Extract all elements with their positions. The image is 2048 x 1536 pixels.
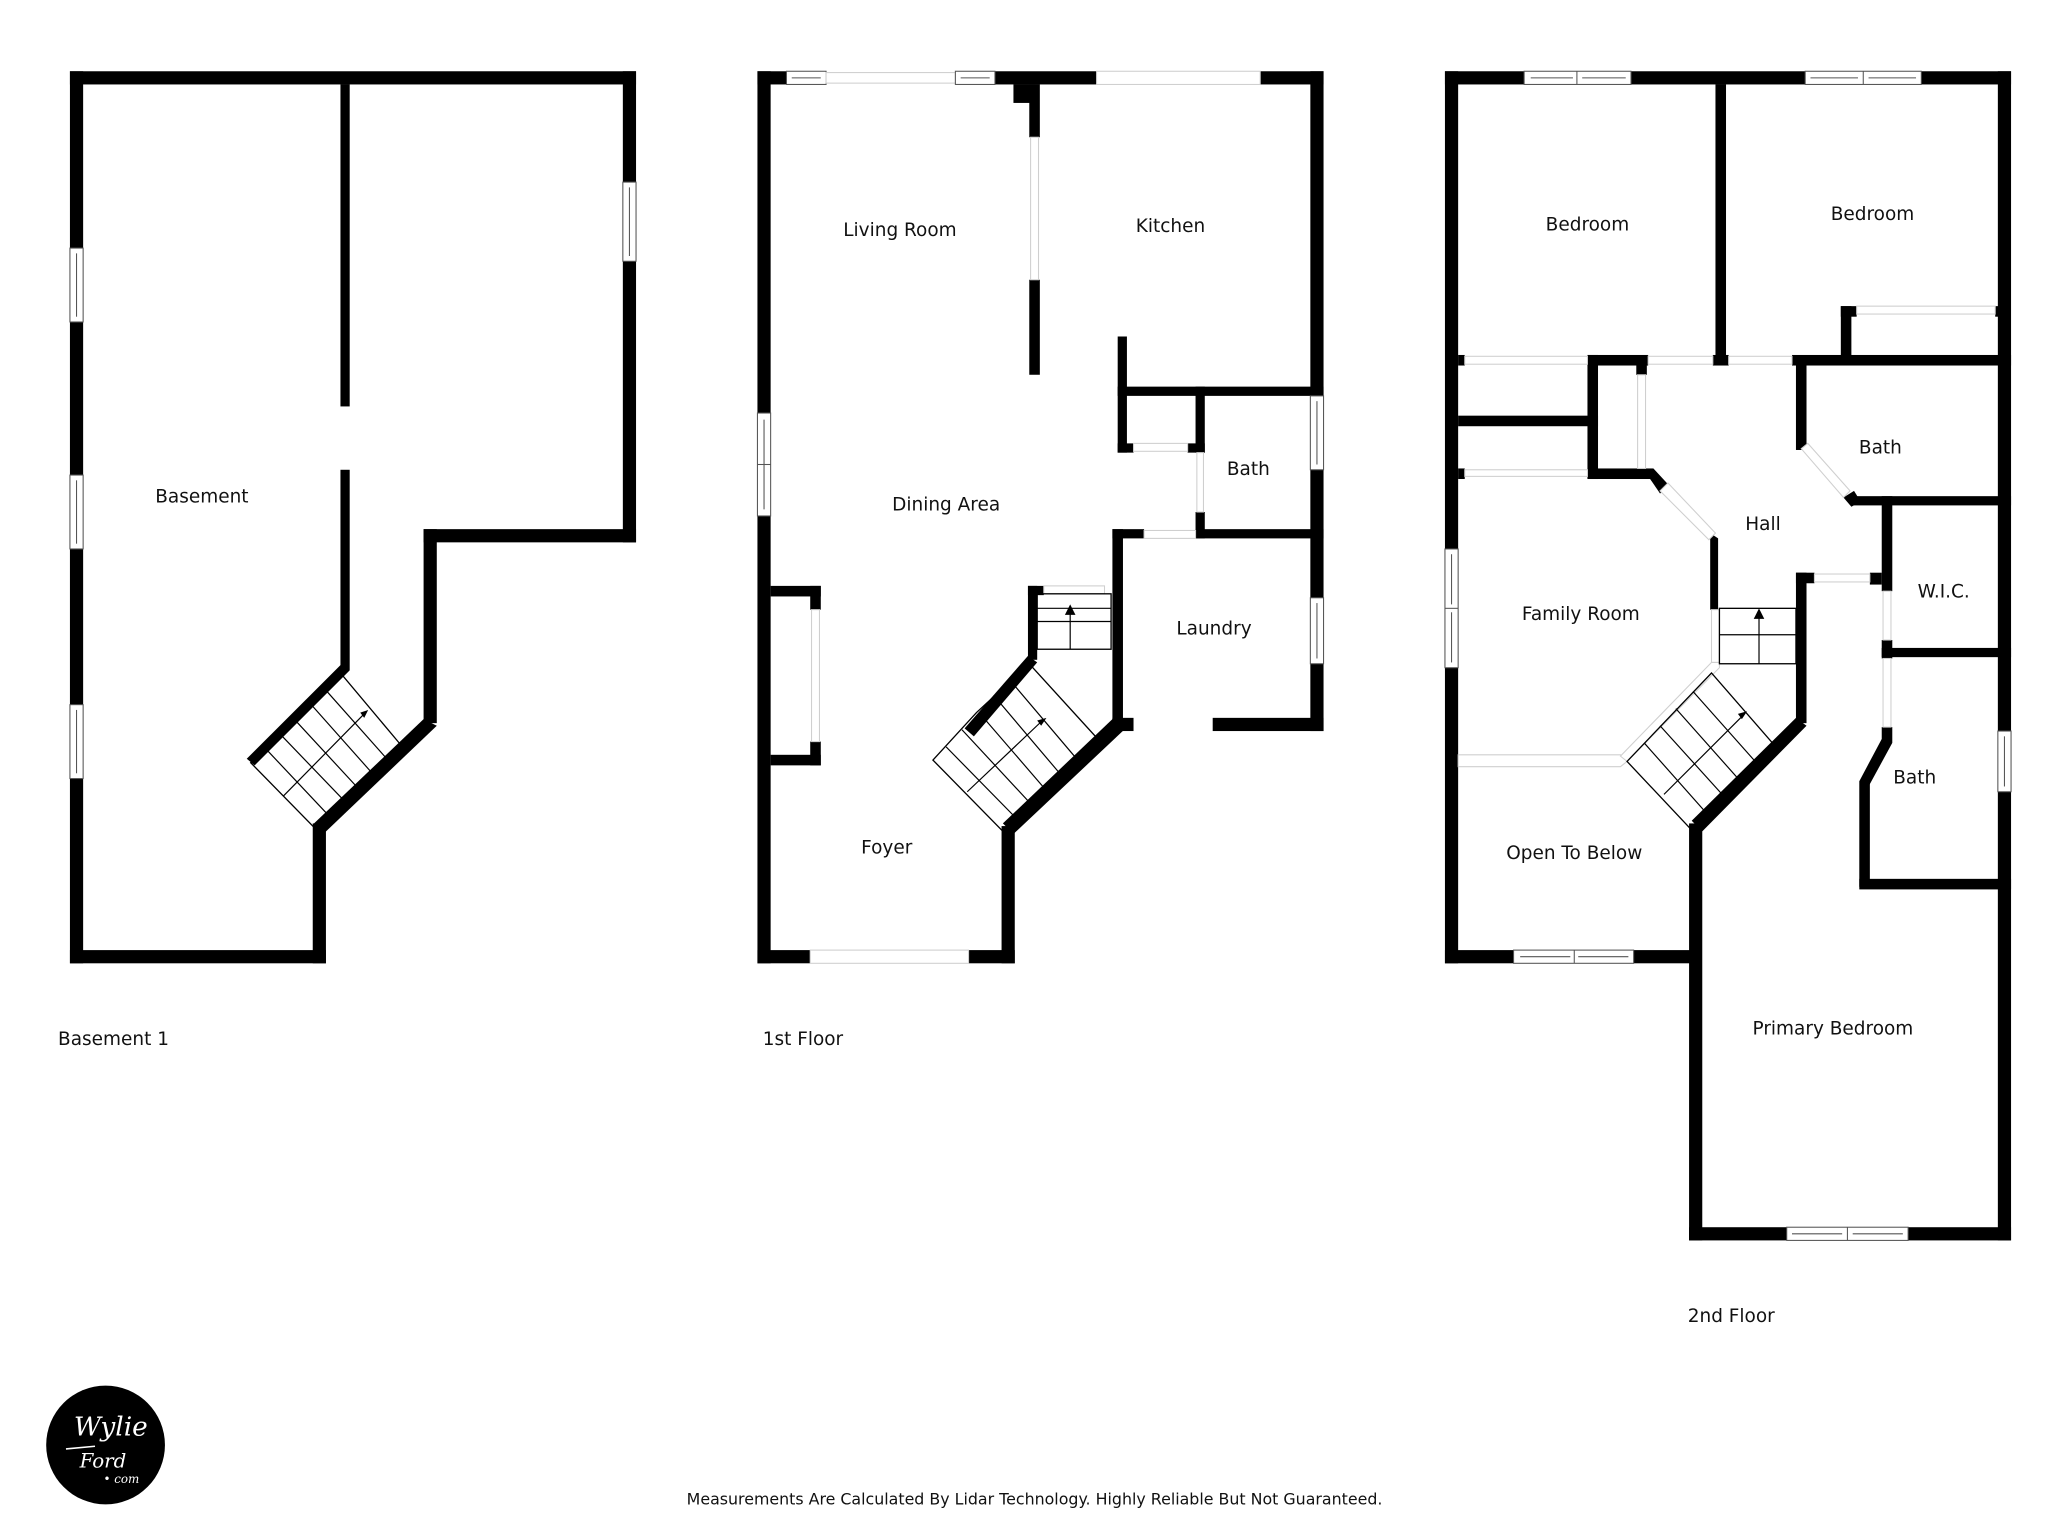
second-floor-plan: Bedroom Bedroom Bath Hall Family Room W.… (1444, 70, 2012, 1327)
room-label-kitchen: Kitchen (1136, 216, 1205, 237)
room-label-bedroom-2: Bedroom (1831, 204, 1915, 225)
svg-text:• com: • com (104, 1472, 140, 1486)
window (69, 474, 84, 550)
window (756, 412, 772, 517)
room-label-dining-area: Dining Area (892, 494, 1000, 515)
room-label-bath-lower: Bath (1893, 768, 1936, 789)
svg-text:Ford: Ford (79, 1449, 127, 1472)
room-label-bath-upper: Bath (1859, 438, 1902, 459)
window (1309, 597, 1325, 665)
window (1997, 730, 2012, 793)
basement-floor-plan: Basement Basement 1 (58, 71, 637, 1050)
window (622, 181, 637, 262)
room-label-basement: Basement (155, 486, 248, 507)
window (1513, 949, 1635, 964)
svg-text:Wylie: Wylie (74, 1413, 148, 1443)
room-label-wic: W.I.C. (1918, 581, 1970, 602)
room-label-bedroom-1: Bedroom (1546, 215, 1630, 236)
room-label-primary-bedroom: Primary Bedroom (1753, 1018, 1914, 1039)
floor-label-basement: Basement 1 (58, 1029, 169, 1050)
room-label-bath: Bath (1227, 459, 1270, 480)
window (1786, 1226, 1909, 1241)
room-label-family-room: Family Room (1522, 604, 1640, 625)
first-floor-plan: Living Room Kitchen Dining Area Bath Lau… (756, 70, 1325, 1050)
staircase (249, 672, 404, 830)
room-label-hall: Hall (1745, 514, 1780, 535)
window (1444, 548, 1459, 669)
room-label-living-room: Living Room (843, 220, 956, 241)
room-label-foyer: Foyer (861, 837, 913, 858)
window (785, 70, 996, 85)
staircase (932, 593, 1112, 833)
floor-label-1st-floor: 1st Floor (763, 1029, 844, 1050)
disclaimer-text: Measurements Are Calculated By Lidar Tec… (687, 1489, 1383, 1508)
room-label-open-to-below: Open To Below (1506, 843, 1642, 864)
staircase (1626, 607, 1797, 830)
window (1309, 395, 1325, 471)
wylie-ford-logo: Wylie Ford • com (46, 1385, 165, 1505)
window (69, 247, 84, 323)
room-label-laundry: Laundry (1176, 618, 1251, 639)
window (1804, 70, 1922, 85)
window (1523, 70, 1632, 85)
window (69, 704, 84, 780)
floor-label-2nd-floor: 2nd Floor (1688, 1306, 1775, 1327)
